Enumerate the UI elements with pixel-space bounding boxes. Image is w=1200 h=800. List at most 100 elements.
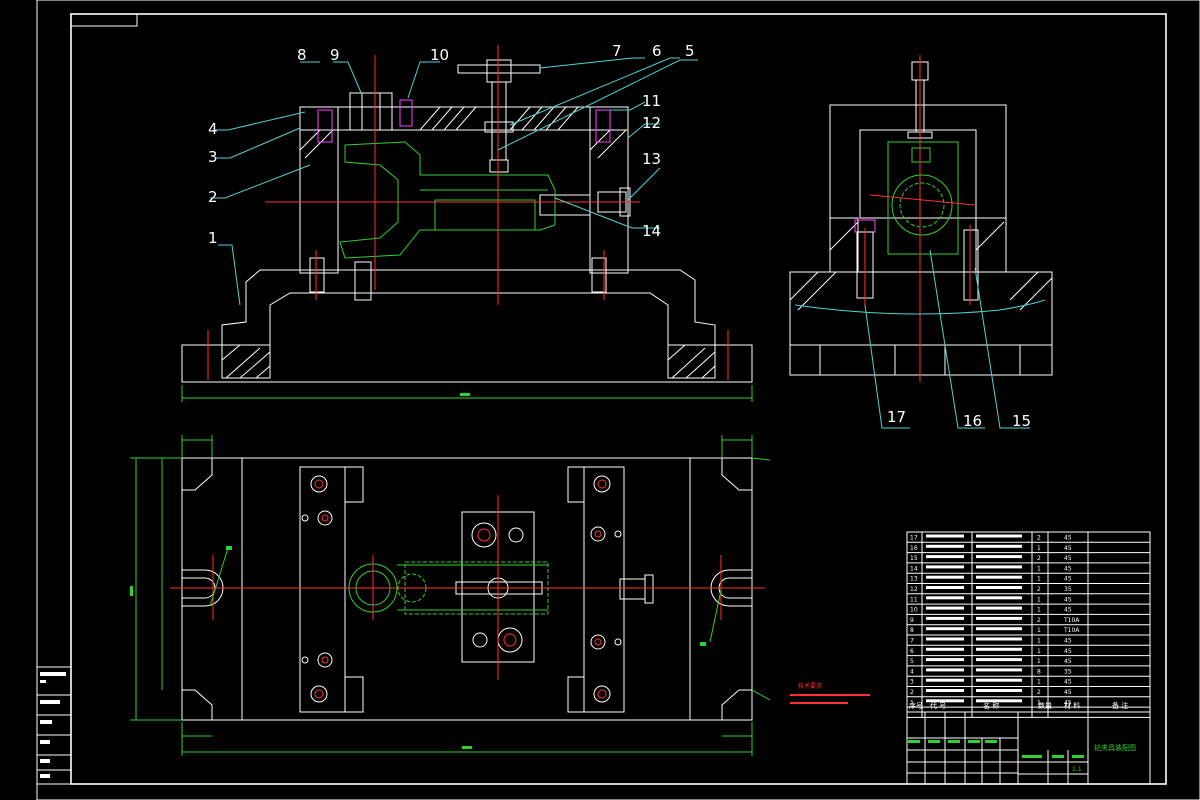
bom-header-qty: 数量 <box>1038 701 1052 710</box>
top-view-centerlines <box>170 495 765 680</box>
bom-row-material: 45 <box>1064 658 1072 665</box>
bom-row-material: 45 <box>1064 565 1072 572</box>
side-view <box>789 55 1053 382</box>
base-hatch-left <box>221 344 271 379</box>
bom-row-name-text <box>976 689 1022 692</box>
bom-row-material: 45 <box>1064 638 1072 645</box>
bom-row-number: 16 <box>910 545 918 552</box>
bom-row-name-text <box>976 575 1022 579</box>
bom-row: 15 2 45 <box>910 555 1072 562</box>
bom-row-name-text <box>976 668 1022 672</box>
bom-row-quantity: 2 <box>1037 555 1041 562</box>
left-side-strip <box>36 666 72 785</box>
callout-11: 11 <box>642 92 661 110</box>
side-view-workpiece <box>887 141 959 255</box>
bom-row-material: 45 <box>1064 689 1072 696</box>
bom-row-code-text <box>926 565 964 569</box>
callout-10: 10 <box>430 46 449 64</box>
front-view <box>181 45 753 402</box>
bom-row-code-text <box>926 575 964 579</box>
callout-4: 4 <box>208 120 218 138</box>
bom-row-quantity: 1 <box>1037 638 1041 645</box>
bom-row-quantity: 1 <box>1037 658 1041 665</box>
tech-req-title: 技术要求 <box>798 682 822 690</box>
bom-row-quantity: 1 <box>1037 607 1041 614</box>
bom-row-quantity: 8 <box>1037 668 1041 675</box>
bom-row-material: 45 <box>1064 596 1072 603</box>
bom-row-quantity: 1 <box>1037 648 1041 655</box>
bom-header-row: 序号 代 号 名 称 数量 材 料 备 注 <box>909 701 1128 710</box>
bom-row-material: 45 <box>1064 535 1072 542</box>
bom-row-name-text <box>976 555 1022 559</box>
bom-row-number: 6 <box>910 648 914 655</box>
bom-row-name-text <box>976 699 1022 703</box>
bom-row-name-text <box>976 544 1022 548</box>
bom-row-quantity: 2 <box>1037 689 1041 696</box>
front-view-workpiece <box>339 141 556 259</box>
bom-row-code-text <box>926 555 964 559</box>
bom-row-code-text <box>926 658 964 662</box>
bom-row-number: 5 <box>910 658 914 665</box>
bom-row: 6 1 45 <box>910 647 1072 655</box>
callout-17: 17 <box>887 408 906 426</box>
bom-row-number: 10 <box>910 607 918 614</box>
bom-row-material: 45 <box>1064 607 1072 614</box>
callout-16: 16 <box>963 412 982 430</box>
top-view-dimensions <box>130 435 771 756</box>
bom-row-name-text <box>976 678 1022 682</box>
callout-3: 3 <box>208 148 218 166</box>
callout-12: 12 <box>642 114 661 132</box>
bom-row-number: 7 <box>910 638 914 645</box>
top-view <box>130 435 771 756</box>
bom-header-material: 材 料 <box>1064 701 1080 710</box>
bom-row-number: 3 <box>910 679 914 686</box>
bom-row-material: 45 <box>1064 648 1072 655</box>
callout-14: 14 <box>642 222 661 240</box>
bom-row-number: 13 <box>910 576 918 583</box>
bom-row-material: T10A <box>1063 617 1080 624</box>
bom-row: 10 1 45 <box>910 606 1072 614</box>
bom-row-number: 1 <box>910 699 914 706</box>
bom-row-code-text <box>926 596 964 600</box>
bom-row-material: 35 <box>1064 668 1072 675</box>
bom-row-quantity: 2 <box>1037 535 1041 542</box>
front-view-centerlines <box>207 45 729 380</box>
bom-row-number: 4 <box>910 668 914 675</box>
bom-row-code-text <box>926 647 964 651</box>
bom-row-name-text <box>976 627 1022 631</box>
top-plate-hatch <box>419 106 579 131</box>
bom-row-number: 12 <box>910 586 918 593</box>
title-block: 钻夹具装配图 1:1 <box>906 711 1151 785</box>
callout-15: 15 <box>1012 412 1031 430</box>
bom-row-quantity: 1 <box>1037 679 1041 686</box>
bom-row-code-text <box>926 668 964 672</box>
callout-numbers: 1 2 3 4 5 6 7 8 9 10 11 12 13 14 15 16 1… <box>208 42 1031 430</box>
callout-7: 7 <box>612 42 622 60</box>
bom-row-code-text <box>926 637 964 641</box>
front-view-dimension <box>181 385 753 402</box>
bom-row-name-text <box>976 637 1022 641</box>
bom-row-name-text <box>976 586 1022 589</box>
callout-2: 2 <box>208 188 218 206</box>
bom-row-code-text <box>926 534 964 538</box>
bom-row-material: 45 <box>1064 555 1072 562</box>
bom-header-name: 名 称 <box>983 701 999 710</box>
bom-row-material: 45 <box>1064 699 1072 706</box>
technical-requirements: 技术要求 <box>790 682 870 704</box>
bom-row-number: 2 <box>910 689 914 696</box>
bom-row-number: 15 <box>910 555 918 562</box>
side-view-hatch <box>789 221 1053 311</box>
callout-5: 5 <box>685 42 695 60</box>
bom-row-material: 45 <box>1064 576 1072 583</box>
drawing-frame <box>36 0 1200 800</box>
bom-row-code-text <box>926 699 964 703</box>
bom-row-number: 8 <box>910 627 914 634</box>
